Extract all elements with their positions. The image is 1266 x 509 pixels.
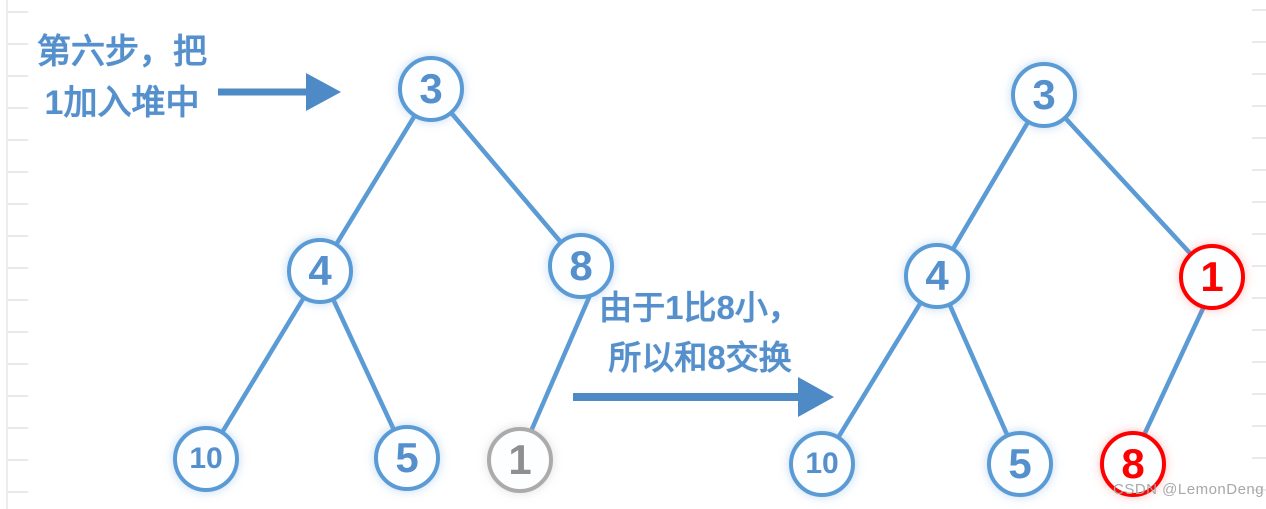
node-value: 5 (395, 434, 419, 481)
swap-annotation-line1: 由于1比8小， (599, 289, 801, 326)
step-annotation-line2: 1加入堆中 (44, 84, 200, 122)
step-annotation: 第六步，把 1加入堆中 (22, 27, 222, 129)
after-edge-4-10 (819, 273, 940, 467)
before-node-8: 8 (548, 233, 614, 299)
before-edge-4-5 (317, 268, 410, 461)
after-node-swapped-1: 1 (1179, 244, 1245, 310)
swap-annotation: 由于1比8小， 所以和8交换 (590, 283, 810, 383)
swap-arrow-icon (573, 377, 834, 417)
node-value: 8 (1121, 440, 1145, 487)
after-node-swapped-8: 8 (1100, 431, 1166, 497)
swap-annotation-line2: 所以和8交换 (608, 339, 792, 376)
after-node-root-3: 3 (1011, 62, 1077, 128)
node-value: 3 (1032, 71, 1056, 118)
before-node-10: 10 (173, 426, 239, 492)
before-edge-4-10 (203, 268, 323, 462)
node-value: 8 (569, 242, 593, 289)
step-arrow-icon (218, 73, 341, 111)
before-node-inserted-1: 1 (487, 427, 553, 493)
before-edge-3-8 (428, 86, 584, 269)
node-value: 4 (308, 247, 332, 294)
before-edge-3-4 (317, 86, 434, 274)
before-node-root-3: 3 (398, 56, 464, 122)
node-value: 10 (189, 442, 223, 475)
node-value: 3 (419, 65, 443, 112)
after-edge-1-8 (1135, 299, 1209, 451)
step-annotation-line1: 第六步，把 (37, 33, 207, 71)
after-node-5: 5 (987, 431, 1053, 497)
before-edge-8-1 (519, 283, 597, 455)
after-edge-3-1 (1041, 92, 1215, 280)
node-value: 1 (508, 436, 532, 483)
node-value: 10 (805, 447, 839, 480)
gridline-ticks-right (1252, 0, 1266, 509)
gridline-ticks-left (6, 0, 28, 509)
after-node-4: 4 (904, 243, 970, 309)
before-node-4: 4 (287, 238, 353, 304)
csdn-watermark: CSDN @LemonDeng (1113, 481, 1265, 498)
before-node-5: 5 (374, 425, 440, 491)
node-value: 5 (1008, 440, 1032, 487)
after-node-10: 10 (789, 431, 855, 497)
after-edge-3-4 (934, 92, 1047, 279)
node-value: 4 (925, 252, 949, 299)
node-value: 1 (1200, 253, 1224, 300)
